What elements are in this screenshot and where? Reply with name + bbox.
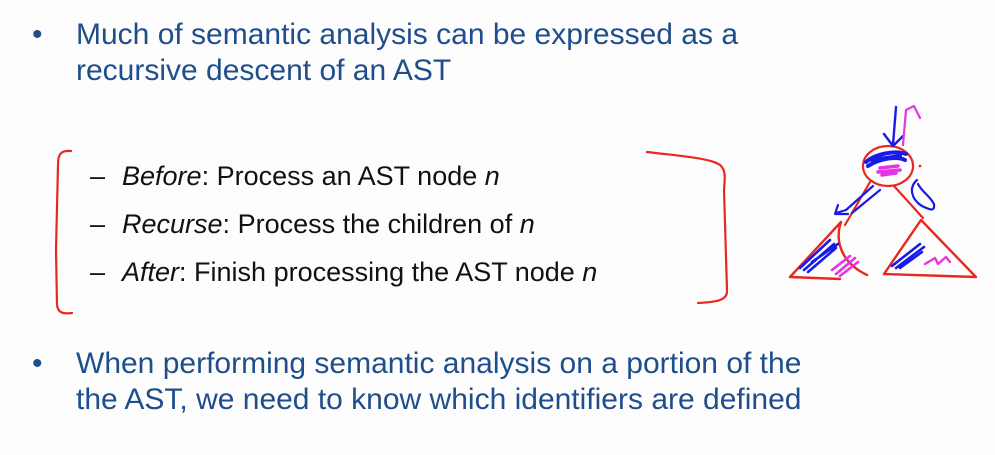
ast-tree-sketch-icon [788,104,978,281]
sub-bullet-list: –Before: Process an AST node n –Recurse:… [90,152,597,296]
left-bracket-icon [54,149,74,315]
bullet-line: recursive descent of an AST [76,54,452,87]
bullet-marker: • [32,18,43,51]
sub-bullet-recurse: –Recurse: Process the children of n [90,200,597,248]
variable-n: n [582,257,598,287]
right-bracket-icon [645,150,729,305]
sub-bullet-before: –Before: Process an AST node n [90,152,597,200]
variable-n: n [484,161,500,191]
separator: : [179,257,195,287]
bullet-text: Much of semantic analysis can be express… [76,17,738,89]
dash-marker: – [90,257,106,287]
bullet-line: When performing semantic analysis on a p… [76,347,802,380]
description: Process the children of [237,209,520,239]
dash-marker: – [90,161,106,191]
description: Process an AST node [216,161,485,191]
keyword: Recurse [122,209,223,239]
keyword: Before [122,161,202,191]
bullet-text: When performing semantic analysis on a p… [76,346,801,418]
dash-marker: – [90,209,106,239]
variable-n: n [519,209,535,239]
sub-bullet-after: –After: Finish processing the AST node n [90,248,597,296]
keyword: After [122,257,180,287]
description: Finish processing the AST node [194,257,583,287]
bullet-marker: • [32,347,43,380]
separator: : [222,209,238,239]
bullet-line: Much of semantic analysis can be express… [76,18,739,51]
separator: : [201,161,217,191]
bullet-line: the AST, we need to know which identifie… [76,383,802,416]
